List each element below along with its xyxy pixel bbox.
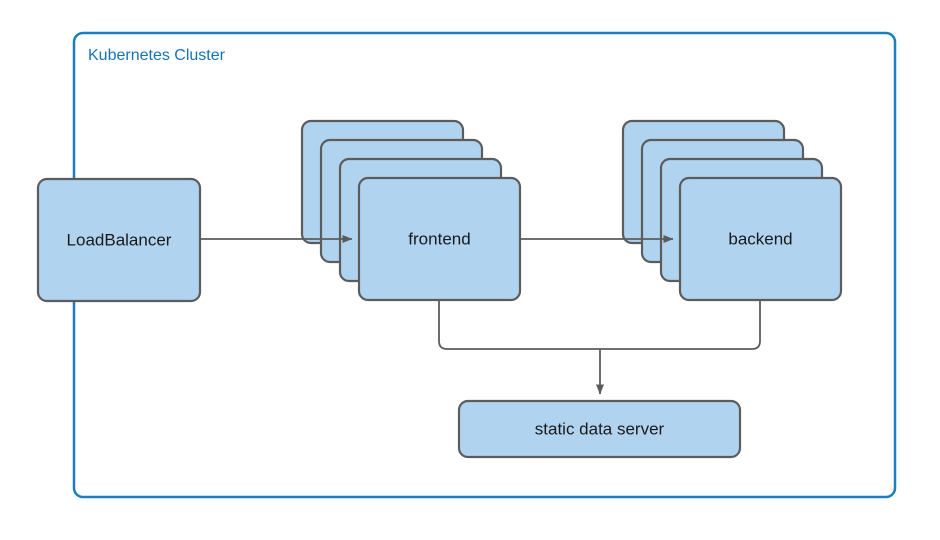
node-layer: LoadBalancer frontend backend static data s… xyxy=(36,119,843,459)
node-loadbalancer-label: LoadBalancer xyxy=(67,230,172,249)
node-static-data-server-label: static data server xyxy=(535,419,665,438)
node-backend[interactable]: backend xyxy=(621,119,843,302)
node-loadbalancer-box[interactable] xyxy=(36,177,202,303)
node-static-data-server[interactable]: static data server xyxy=(457,399,742,459)
edge-frontend-to-static[interactable] xyxy=(438,300,600,350)
node-backend-box[interactable] xyxy=(678,176,843,302)
cluster-label: Kubernetes Cluster xyxy=(88,47,226,64)
edge-layer-under xyxy=(438,300,761,395)
node-loadbalancer[interactable]: LoadBalancer xyxy=(36,177,202,303)
node-backend-label: backend xyxy=(728,229,792,248)
edge-backend-to-static[interactable] xyxy=(600,300,761,350)
node-frontend[interactable]: frontend xyxy=(300,119,522,302)
node-static-data-server-box[interactable] xyxy=(457,399,742,459)
node-frontend-label: frontend xyxy=(408,229,470,248)
